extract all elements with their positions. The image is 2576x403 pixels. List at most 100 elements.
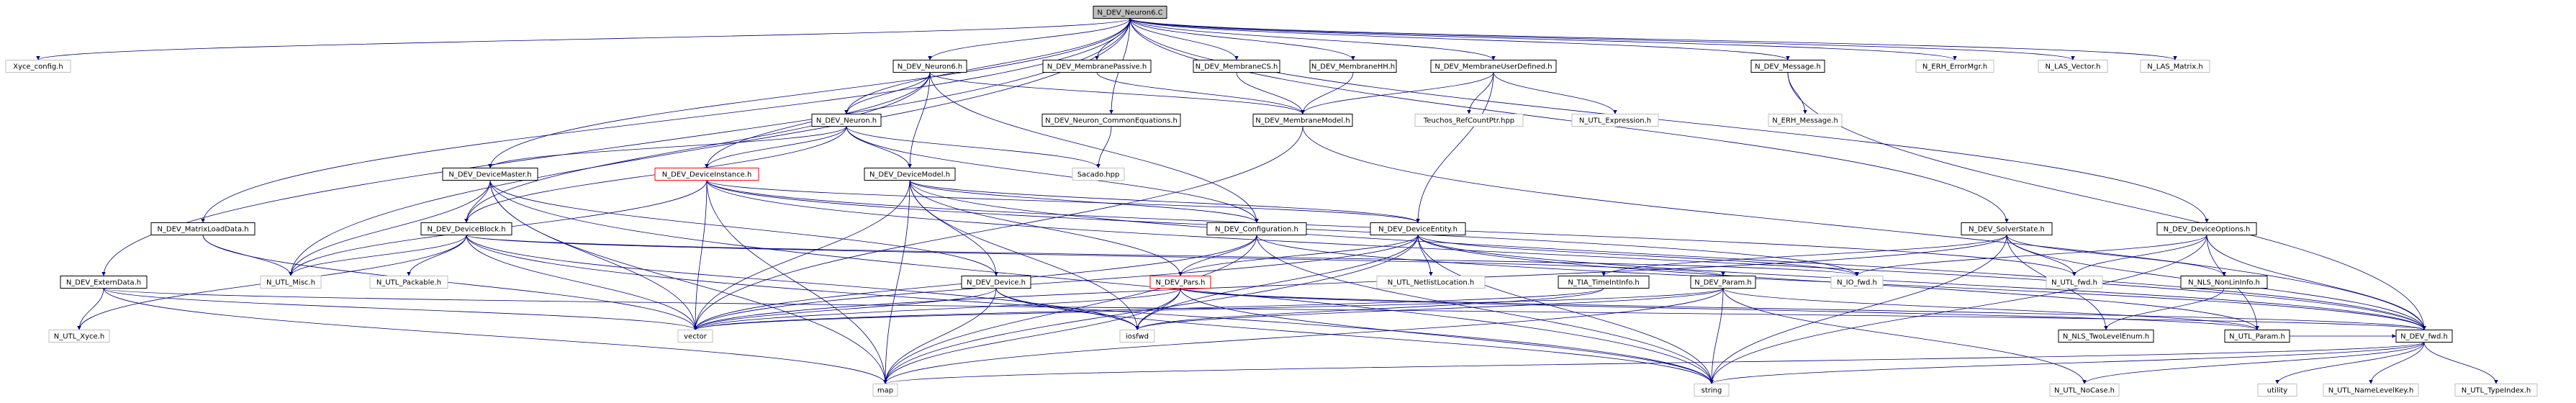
node-box-root bbox=[1093, 6, 1167, 19]
edge-dmaster-to-dblock bbox=[464, 180, 491, 223]
node-nocase: N_UTL_NoCase.h bbox=[2049, 384, 2120, 397]
node-mud[interactable]: N_DEV_MembraneUserDefined.h bbox=[1430, 60, 1557, 73]
edge-root-to-xyce bbox=[36, 18, 1131, 60]
edge-root-to-errmgr bbox=[1129, 18, 1957, 60]
edge-dopts-to-iofwd bbox=[1855, 235, 2207, 276]
node-message[interactable]: N_DEV_Message.h bbox=[1750, 60, 1825, 73]
edge-deviceh-to-iosfwd bbox=[995, 288, 1139, 330]
node-neuronh[interactable]: N_DEV_Neuron.h bbox=[811, 114, 882, 127]
node-dmodel[interactable]: N_DEV_DeviceModel.h bbox=[864, 168, 956, 181]
node-box-lasvec bbox=[2038, 60, 2108, 73]
edge-root-to-mud bbox=[1129, 18, 1496, 60]
node-label-mcs: N_DEV_MembraneCS.h bbox=[1196, 63, 1278, 71]
node-tia[interactable]: N_TIA_TimeIntInfo.h bbox=[1558, 276, 1650, 289]
node-typeindex: N_UTL_TypeIndex.h bbox=[2454, 384, 2538, 397]
node-label-mhh: N_DEV_MembraneHH.h bbox=[1311, 63, 1395, 71]
node-errmgr: N_ERH_ErrorMgr.h bbox=[1915, 60, 1994, 73]
edge-deviceh-to-string bbox=[995, 288, 1714, 384]
node-devparam[interactable]: N_DEV_Param.h bbox=[1690, 276, 1756, 289]
node-box-utility bbox=[2257, 384, 2297, 397]
edge-message-to-erhmsg bbox=[1787, 72, 1807, 114]
edge-root-to-dmaster bbox=[488, 18, 1131, 168]
node-mhh[interactable]: N_DEV_MembraneHH.h bbox=[1309, 60, 1397, 73]
node-label-devfwd: N_DEV_fwd.h bbox=[2400, 333, 2448, 341]
node-nlsinfo[interactable]: N_NLS_NonLinInfo.h bbox=[2180, 276, 2268, 289]
node-label-mmodel: N_DEV_MembraneModel.h bbox=[1255, 117, 1350, 125]
node-deviceh[interactable]: N_DEV_Device.h bbox=[961, 276, 1031, 289]
node-label-iofwd: N_IO_fwd.h bbox=[1837, 279, 1877, 287]
node-utlexpr: N_UTL_Expression.h bbox=[1571, 114, 1659, 127]
node-neuron6h[interactable]: N_DEV_Neuron6.h bbox=[892, 60, 967, 73]
node-box-utlmisc bbox=[260, 276, 322, 289]
edge-root-to-utlmisc bbox=[289, 18, 1131, 276]
node-nce[interactable]: N_DEV_Neuron_CommonEquations.h bbox=[1041, 114, 1181, 127]
edge-dopts-to-string bbox=[1709, 235, 2207, 384]
edge-root-to-mcs bbox=[1129, 18, 1239, 60]
node-box-deviceh bbox=[961, 276, 1031, 289]
node-label-mpassive: N_DEV_MembranePassive.h bbox=[1047, 63, 1147, 71]
node-externdata[interactable]: N_DEV_ExternData.h bbox=[60, 276, 148, 289]
node-root[interactable]: N_DEV_Neuron6.C bbox=[1093, 6, 1167, 19]
edge-mud-to-teuchos bbox=[1467, 72, 1494, 114]
edge-devfwd-to-string bbox=[1709, 342, 2425, 384]
node-label-utlpack: N_UTL_Packable.h bbox=[376, 279, 441, 287]
node-utlparam[interactable]: N_UTL_Param.h bbox=[2224, 330, 2290, 343]
node-box-dmaster bbox=[442, 168, 538, 181]
edge-pars-to-string bbox=[1180, 288, 1714, 384]
edge-root-to-neuron6h bbox=[928, 18, 1131, 60]
edge-devparam-to-iosfwd bbox=[1135, 288, 1724, 330]
node-box-tia bbox=[1558, 276, 1650, 289]
edge-solver-to-vector bbox=[693, 235, 2007, 330]
node-label-externdata: N_DEV_ExternData.h bbox=[66, 279, 141, 287]
node-iofwd: N_IO_fwd.h bbox=[1830, 276, 1884, 289]
edge-neuron6h-to-neuronh bbox=[844, 72, 931, 114]
node-mloaddata[interactable]: N_DEV_MatrixLoadData.h bbox=[150, 222, 256, 235]
edge-devfwd-to-namelevel bbox=[2369, 342, 2425, 384]
node-label-typeindex: N_UTL_TypeIndex.h bbox=[2462, 387, 2531, 395]
edge-devparam-to-map bbox=[883, 288, 1724, 384]
edge-dinst-to-devfwd bbox=[706, 180, 2426, 330]
node-label-tia: N_TIA_TimeIntInfo.h bbox=[1568, 279, 1639, 287]
node-map: map bbox=[872, 384, 898, 397]
node-box-dblock bbox=[420, 222, 512, 235]
edge-root-to-message bbox=[1129, 18, 1790, 60]
edge-dmodel-to-deviceh bbox=[909, 180, 998, 276]
node-box-nocase bbox=[2049, 384, 2120, 397]
node-dblock[interactable]: N_DEV_DeviceBlock.h bbox=[420, 222, 512, 235]
node-dinst[interactable]: N_DEV_DeviceInstance.h bbox=[654, 168, 759, 181]
node-label-deviceh: N_DEV_Device.h bbox=[967, 279, 1026, 287]
node-label-solver: N_DEV_SolverState.h bbox=[1969, 226, 2045, 234]
node-nlstwo[interactable]: N_NLS_TwoLevelEnum.h bbox=[2058, 330, 2154, 343]
node-dmaster[interactable]: N_DEV_DeviceMaster.h bbox=[442, 168, 538, 181]
edge-externdata-to-vector bbox=[103, 288, 697, 330]
node-solver[interactable]: N_DEV_SolverState.h bbox=[1961, 222, 2053, 235]
node-label-mloaddata: N_DEV_MatrixLoadData.h bbox=[157, 226, 248, 234]
node-mcs[interactable]: N_DEV_MembraneCS.h bbox=[1193, 60, 1280, 73]
node-dentity[interactable]: N_DEV_DeviceEntity.h bbox=[1370, 222, 1466, 235]
edge-neuronh-to-config bbox=[846, 126, 1259, 223]
node-config[interactable]: N_DEV_Configuration.h bbox=[1206, 222, 1307, 235]
node-pars[interactable]: N_DEV_Pars.h bbox=[1149, 276, 1211, 289]
edge-dentity-to-iofwd bbox=[1417, 235, 1859, 276]
node-lasmat: N_LAS_Matrix.h bbox=[2140, 60, 2210, 73]
edge-neuron6h-to-dblock bbox=[464, 72, 931, 223]
node-vector: vector bbox=[677, 330, 713, 343]
node-box-lasmat bbox=[2140, 60, 2210, 73]
node-label-pars: N_DEV_Pars.h bbox=[1156, 279, 1206, 287]
node-label-iosfwd: iosfwd bbox=[1126, 333, 1149, 341]
node-devfwd[interactable]: N_DEV_fwd.h bbox=[2395, 330, 2453, 343]
node-box-xyce bbox=[5, 60, 71, 73]
node-dopts[interactable]: N_DEV_DeviceOptions.h bbox=[2156, 222, 2257, 235]
node-label-vector: vector bbox=[684, 333, 708, 341]
edge-mcs-to-mmodel bbox=[1236, 72, 1305, 114]
node-box-dentity bbox=[1370, 222, 1466, 235]
edge-mud-to-dentity bbox=[1416, 72, 1494, 223]
node-teuchos: Teuchos_RefCountPtr.hpp bbox=[1414, 114, 1524, 127]
edge-tia-to-iosfwd bbox=[1135, 288, 1604, 330]
edge-devparam-to-vector bbox=[693, 288, 1724, 330]
node-mpassive[interactable]: N_DEV_MembranePassive.h bbox=[1042, 60, 1152, 73]
node-label-errmgr: N_ERH_ErrorMgr.h bbox=[1922, 63, 1987, 71]
node-mmodel[interactable]: N_DEV_MembraneModel.h bbox=[1252, 114, 1353, 127]
edge-mpassive-to-mmodel bbox=[1096, 72, 1305, 114]
node-box-mmodel bbox=[1252, 114, 1353, 127]
